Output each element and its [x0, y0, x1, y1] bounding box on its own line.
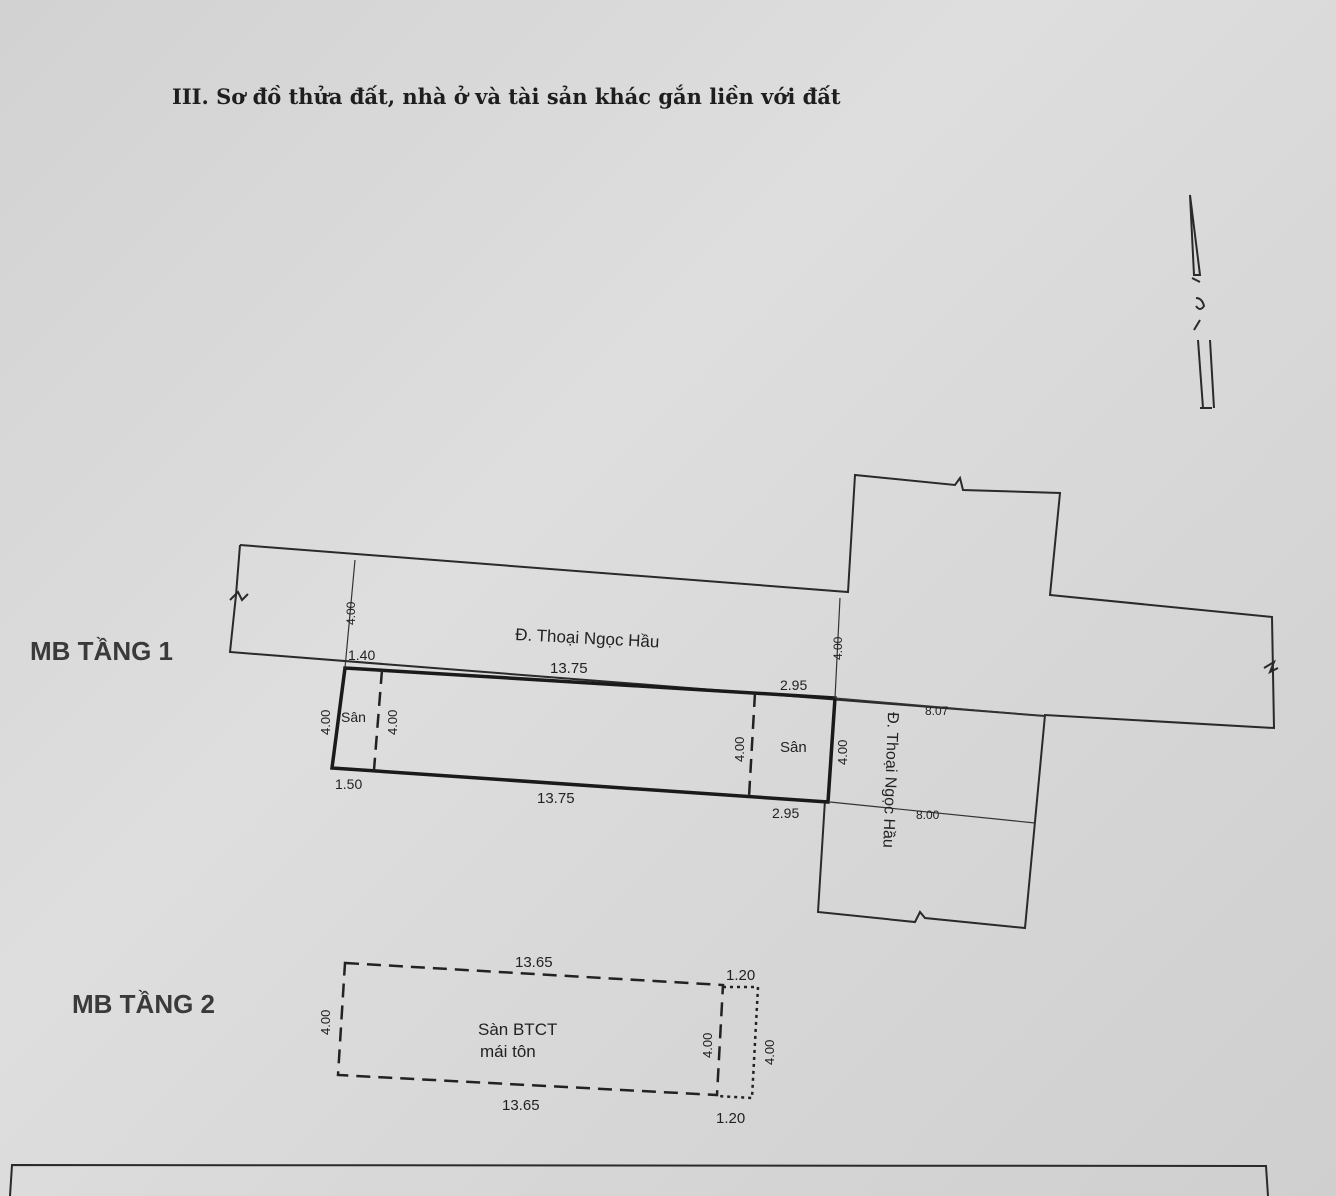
floor1-label: MB TẦNG 1	[30, 636, 173, 666]
yard-left-label: Sân	[341, 709, 366, 725]
dim-inner-left: 4.00	[385, 710, 400, 735]
dim-road-right: 4.00	[831, 636, 845, 660]
dim-bottom-mid: 13.75	[537, 790, 575, 807]
dim2-bottom-main: 13.65	[502, 1097, 540, 1114]
dim-road-vertical-top: 8.07	[925, 704, 949, 718]
bottom-table-border	[9, 1163, 1269, 1196]
dim-top-mid: 13.75	[550, 660, 588, 677]
dim-bottom-left: 1.50	[335, 776, 362, 792]
dim2-left-side: 4.00	[318, 1010, 333, 1035]
dim-top-left: 1.40	[348, 647, 375, 663]
floor2-label: MB TẦNG 2	[72, 989, 215, 1019]
floor2-outline	[336, 961, 725, 1097]
north-arrow-icon	[1189, 194, 1215, 409]
dim-bottom-right: 2.95	[772, 805, 799, 821]
section-title: III. Sơ đồ thửa đất, nhà ở và tài sản kh…	[172, 84, 841, 109]
dim-left-side: 4.00	[318, 710, 333, 735]
dim-road-vertical-bottom: 8.00	[916, 808, 940, 822]
dim-road-left: 4.00	[344, 601, 358, 625]
lot-outline	[330, 666, 837, 804]
dim2-ext-side: 4.00	[762, 1040, 777, 1065]
dim-inner-right: 4.00	[732, 737, 747, 762]
road-edge	[228, 544, 1046, 717]
road-boundary	[239, 473, 1276, 930]
dim-right-side: 4.00	[835, 740, 850, 765]
dim2-inner-side: 4.00	[700, 1033, 715, 1058]
street-label-vertical: Đ. Thoại Ngọc Hầu	[879, 712, 901, 848]
dim2-top-ext: 1.20	[726, 967, 755, 984]
dim-top-right: 2.95	[780, 677, 807, 693]
dim2-top-main: 13.65	[515, 954, 553, 971]
floor2-room-line1: Sàn BTCT	[478, 1020, 557, 1039]
yard-right-label: Sân	[780, 739, 807, 756]
floor2-room-line2: mái tôn	[480, 1042, 536, 1061]
dim2-bottom-ext: 1.20	[716, 1110, 745, 1127]
street-label-horizontal: Đ. Thoại Ngọc Hầu	[515, 625, 660, 652]
